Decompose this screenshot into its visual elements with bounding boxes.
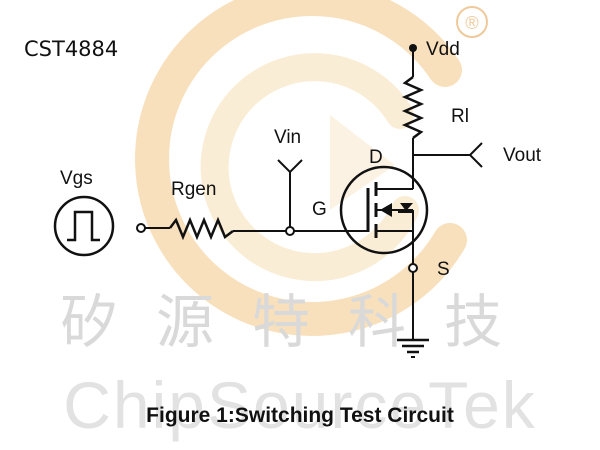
diode-triangle	[400, 203, 413, 211]
rgen-input-node	[136, 223, 146, 233]
watermark-logo	[135, 0, 467, 336]
rl-label: Rl	[451, 106, 469, 127]
watermark-chinese-text: 矽源特科技	[60, 288, 540, 356]
gate-label: G	[312, 199, 327, 220]
ground-icon	[397, 338, 429, 358]
drain-label: D	[369, 147, 383, 168]
rl-resistor	[401, 76, 425, 139]
body-diode-arrow	[380, 203, 392, 217]
pulse-generator-icon	[53, 195, 115, 257]
rgen-label: Rgen	[171, 179, 216, 200]
source-label: S	[437, 259, 450, 280]
vin-terminal	[277, 159, 303, 174]
source-node	[408, 263, 418, 273]
part-number: CST4884	[24, 37, 118, 61]
vdd-node	[409, 44, 417, 77]
vgs-label: Vgs	[60, 168, 93, 189]
mosfet-transistor	[339, 165, 429, 264]
vin-label: Vin	[274, 127, 301, 148]
vout-label: Vout	[503, 145, 542, 166]
registered-mark: ®	[456, 6, 488, 38]
figure-caption: Figure 1:Switching Test Circuit	[146, 404, 454, 427]
vin-node	[285, 226, 295, 236]
watermark-logo-swirl-inner	[200, 53, 419, 282]
vdd-label: Vdd	[426, 39, 460, 60]
watermark-logo-swirl-outer	[135, 0, 467, 336]
svg-text:®: ®	[465, 13, 478, 33]
rgen-resistor	[169, 216, 234, 241]
watermark-logo-core	[330, 115, 395, 210]
vout-terminal	[468, 142, 483, 168]
watermark-english-text: ChipSourceTek	[63, 368, 537, 442]
